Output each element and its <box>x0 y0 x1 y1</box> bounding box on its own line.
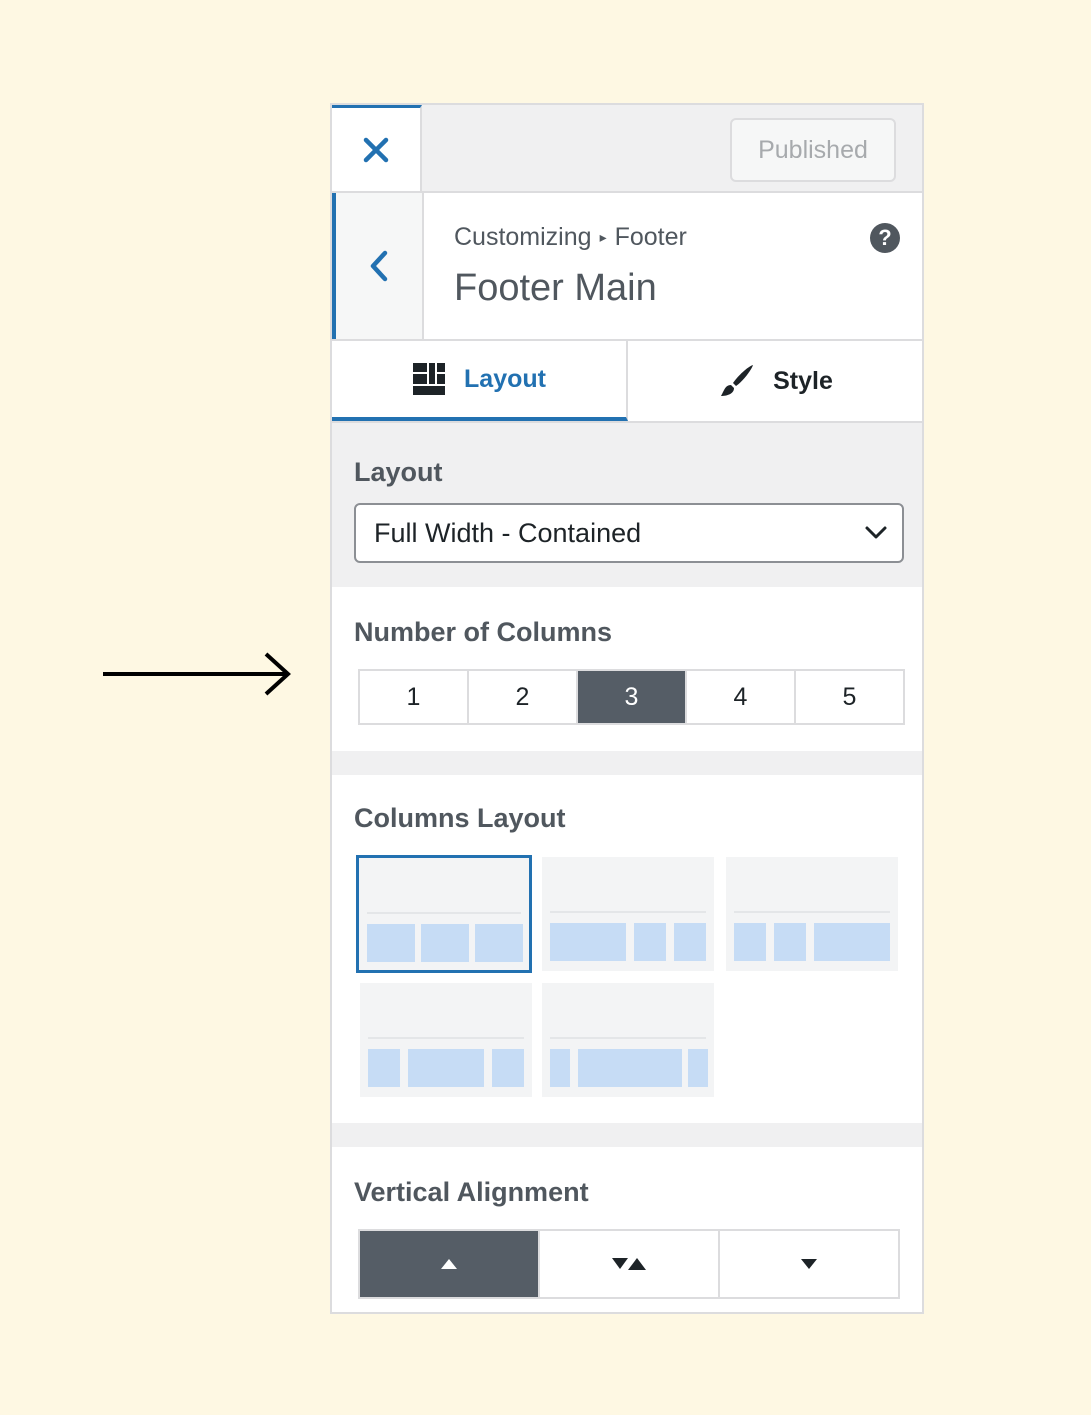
vertical-alignment-button-group <box>358 1229 900 1299</box>
customizer-panel: Published Customizing ▸ Footer Footer Main… <box>330 103 924 1314</box>
columns-layout-option-extra-wide-center[interactable] <box>542 983 714 1097</box>
columns-layout-option-equal-thirds[interactable] <box>356 855 532 973</box>
tab-style-label: Style <box>773 366 833 395</box>
breadcrumb-parent: Customizing <box>454 223 592 251</box>
chevron-left-icon <box>370 250 388 282</box>
close-button[interactable] <box>332 105 422 191</box>
align-bottom-button[interactable] <box>720 1231 898 1297</box>
layout-select[interactable]: Full Width - Contained <box>354 503 904 563</box>
thumb-divider <box>734 911 890 913</box>
layout-grid-icon <box>413 363 446 395</box>
tab-style[interactable]: Style <box>628 341 922 421</box>
thumb-column <box>550 923 626 961</box>
align-middle-button[interactable] <box>540 1231 720 1297</box>
thumb-column <box>814 923 890 961</box>
breadcrumb-separator: ▸ <box>599 229 607 245</box>
thumb-column <box>674 923 706 961</box>
chevron-down-icon <box>865 526 887 539</box>
layout-control: Layout Full Width - Contained <box>332 423 922 587</box>
layout-select-value: Full Width - Contained <box>374 517 642 548</box>
thumb-column <box>550 1049 570 1087</box>
thumb-column <box>774 923 806 961</box>
thumb-column <box>367 924 415 962</box>
columns-label: Number of Columns <box>354 617 613 647</box>
columns-layout-control: Columns Layout <box>332 775 922 1123</box>
vertical-alignment-control: Vertical Alignment <box>332 1147 922 1312</box>
triangle-up-icon <box>441 1259 457 1269</box>
section-divider <box>332 751 922 775</box>
thumb-divider <box>368 1037 524 1039</box>
section-title: Footer Main <box>454 267 657 309</box>
thumb-divider <box>367 912 521 914</box>
paintbrush-icon <box>721 365 754 396</box>
thumb-column <box>421 924 469 962</box>
tab-layout-label: Layout <box>464 364 546 393</box>
thumb-divider <box>550 911 706 913</box>
thumb-column <box>492 1049 524 1087</box>
section-divider <box>332 1123 922 1147</box>
triangle-down-icon <box>801 1259 817 1269</box>
back-button[interactable] <box>332 193 424 339</box>
pointer-arrow-icon <box>103 652 291 696</box>
triangle-down-up-icon <box>612 1258 646 1270</box>
thumb-column <box>634 923 666 961</box>
thumb-column <box>734 923 766 961</box>
columns-layout-label: Columns Layout <box>354 803 566 833</box>
tab-layout[interactable]: Layout <box>332 341 628 421</box>
published-button[interactable]: Published <box>730 118 896 182</box>
thumb-column <box>475 924 523 962</box>
vertical-alignment-label: Vertical Alignment <box>354 1177 589 1207</box>
columns-option-3[interactable]: 3 <box>578 671 687 723</box>
thumb-column <box>688 1049 708 1087</box>
layout-label: Layout <box>354 457 443 487</box>
thumb-divider <box>550 1037 706 1039</box>
columns-layout-option-wide-right[interactable] <box>726 857 898 971</box>
tab-bar: Layout Style <box>332 341 922 423</box>
breadcrumb: Customizing ▸ Footer <box>454 223 687 252</box>
thumb-column <box>408 1049 484 1087</box>
customizer-header: Published <box>332 105 922 193</box>
columns-control: Number of Columns 1 2 3 4 5 <box>332 587 922 751</box>
thumb-column <box>368 1049 400 1087</box>
breadcrumb-current: Footer <box>614 223 687 251</box>
help-icon[interactable]: ? <box>870 223 900 253</box>
section-header: Customizing ▸ Footer Footer Main ? <box>332 193 922 341</box>
columns-layout-option-wide-left[interactable] <box>542 857 714 971</box>
columns-option-4[interactable]: 4 <box>687 671 796 723</box>
columns-option-1[interactable]: 1 <box>360 671 469 723</box>
columns-option-5[interactable]: 5 <box>796 671 903 723</box>
columns-option-2[interactable]: 2 <box>469 671 578 723</box>
align-top-button[interactable] <box>360 1231 540 1297</box>
close-icon <box>363 137 389 162</box>
columns-layout-option-wide-center[interactable] <box>360 983 532 1097</box>
thumb-column <box>578 1049 682 1087</box>
columns-button-group: 1 2 3 4 5 <box>358 669 905 725</box>
